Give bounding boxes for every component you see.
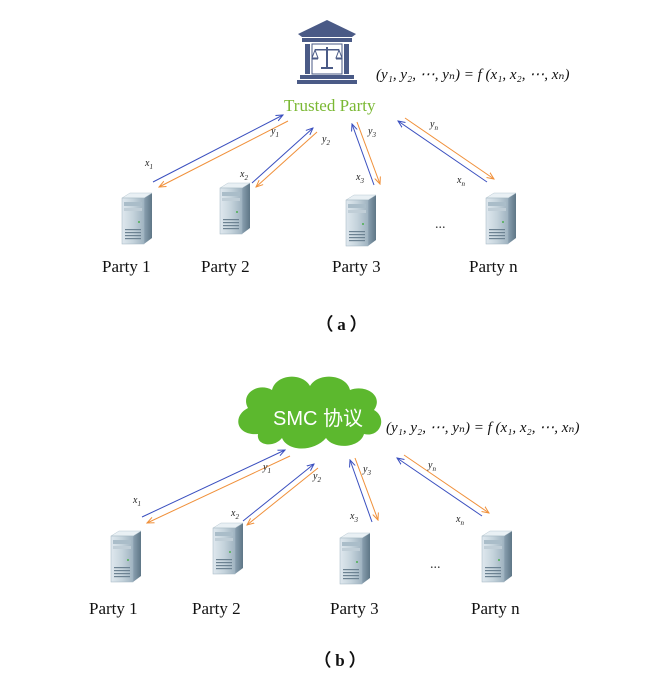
arrow-y3-a [356, 121, 380, 184]
label-x3-b: x3 [349, 511, 358, 524]
arrow-xn-b [397, 458, 483, 517]
label-y1-a: y1 [270, 126, 279, 139]
party-label: Party 3 [332, 257, 381, 276]
cloud-icon [238, 376, 382, 449]
party-label: Party 3 [330, 599, 379, 618]
arrow-yn-b [403, 454, 489, 513]
label-xn-b: xn [455, 514, 464, 527]
server-icon [219, 182, 251, 235]
party-label: Party n [469, 257, 518, 276]
label-y3-a: y3 [367, 126, 376, 139]
arrow-y1-a [159, 120, 289, 187]
arrow-x2-b [242, 464, 314, 522]
arrow-xn-a [398, 121, 488, 183]
arrow-yn-a [404, 117, 494, 179]
label-x2-a: x2 [239, 169, 248, 182]
trusted-party-label: Trusted Party [284, 96, 376, 115]
party-label: Party 2 [192, 599, 241, 618]
server-icon [339, 532, 371, 585]
arrow-x1-a [152, 115, 283, 183]
courthouse-icon [297, 20, 357, 84]
ellipsis-b: ... [430, 557, 441, 572]
panel-a: Trusted Party (y₁, y₂, ⋯, yₙ) = f (x₁, x… [102, 20, 569, 334]
arrow-y3-b [354, 457, 378, 520]
server-icon [345, 194, 377, 247]
server-icon [121, 192, 153, 245]
party-label: Party n [471, 599, 520, 618]
server-icon [485, 192, 517, 245]
caption-b: （ b ） [314, 650, 366, 670]
arrow-y1-b [147, 455, 291, 523]
label-x1-a: x1 [144, 158, 153, 171]
label-x1-b: x1 [132, 495, 141, 508]
server-icon [212, 522, 244, 575]
arrow-x1-b [141, 450, 285, 518]
server-icon [110, 530, 142, 583]
panel-b: SMC 协议 (y₁, y₂, ⋯, yₙ) = f (x₁, x₂, ⋯, x… [89, 376, 579, 670]
smc-protocol-label: SMC 协议 [273, 407, 363, 430]
party-label: Party 1 [89, 599, 138, 618]
label-y3-b: y3 [362, 464, 371, 477]
label-xn-a: xn [456, 175, 465, 188]
label-y1-b: y1 [262, 462, 271, 475]
label-yn-a: yn [429, 119, 438, 132]
caption-a: （ a ） [316, 314, 367, 334]
arrow-x2-a [251, 128, 313, 184]
arrow-x3-a [352, 124, 375, 186]
label-yn-b: yn [427, 460, 436, 473]
ellipsis-a: ... [435, 217, 446, 232]
label-y2-b: y2 [312, 471, 321, 484]
label-x2-b: x2 [230, 508, 239, 521]
arrow-x3-b [350, 460, 373, 523]
label-x3-a: x3 [355, 172, 364, 185]
party-label: Party 1 [102, 257, 151, 276]
formula-b: (y₁, y₂, ⋯, yₙ) = f (x₁, x₂, ⋯, xₙ) [386, 420, 579, 436]
label-y2-a: y2 [321, 134, 330, 147]
formula-a: (y₁, y₂, ⋯, yₙ) = f (x₁, x₂, ⋯, xₙ) [376, 67, 569, 83]
arrow-y2-b [247, 467, 319, 525]
arrow-y2-a [256, 131, 318, 187]
server-icon [481, 530, 513, 583]
party-label: Party 2 [201, 257, 250, 276]
